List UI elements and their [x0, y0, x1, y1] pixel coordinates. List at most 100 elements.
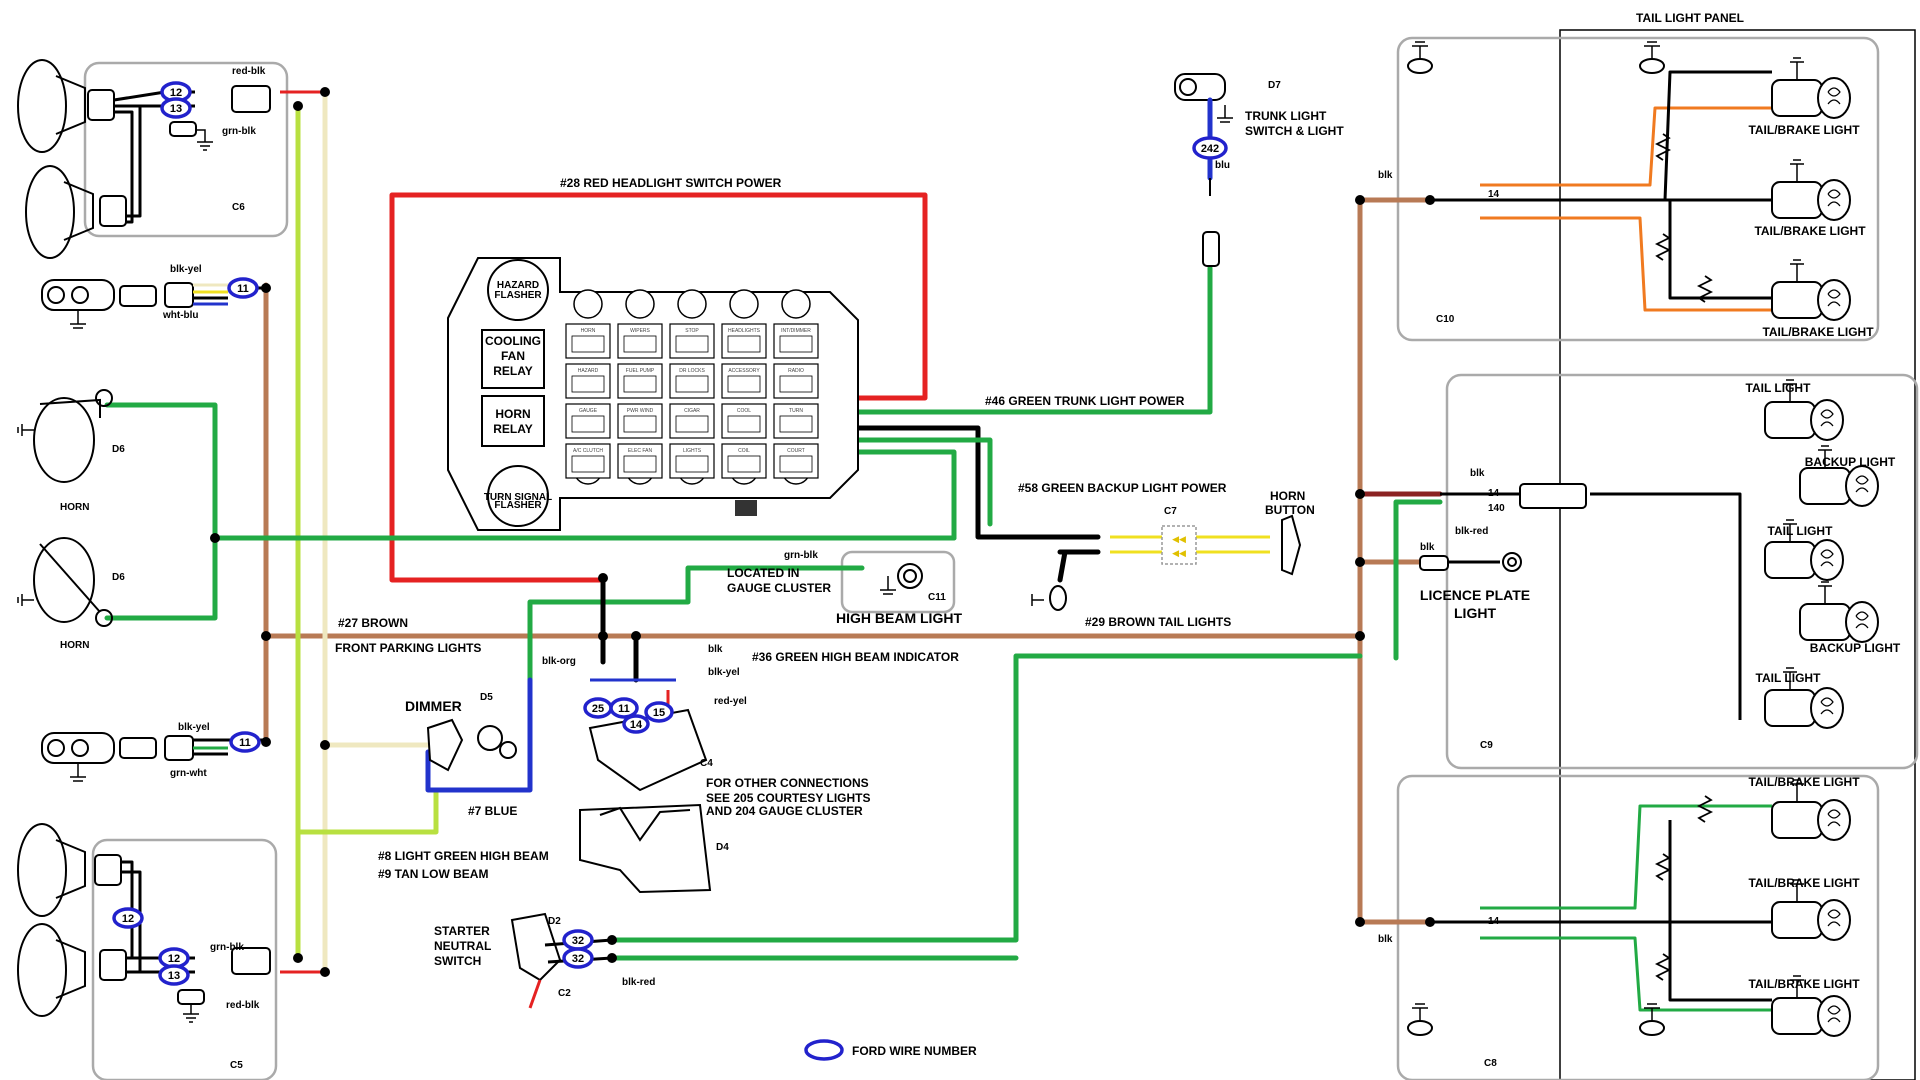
fuse-body	[571, 375, 605, 393]
legend-ford-wire-number: FORD WIRE NUMBER	[852, 1044, 977, 1058]
parking-light-bottom	[41, 732, 194, 782]
fuse-label: HORN	[581, 328, 596, 334]
tail-brake-light-5	[1771, 879, 1851, 941]
dot-19	[1355, 917, 1365, 927]
label-licence-light: LIGHT	[1454, 605, 1496, 621]
label-d7: D7	[1268, 80, 1281, 91]
label-backup-light-2: BACKUP LIGHT	[1810, 641, 1901, 655]
label-d6-bottom: D6	[112, 572, 125, 583]
label-d6-top: D6	[112, 444, 125, 455]
ground-symbol	[1644, 41, 1660, 59]
c8-box	[1396, 774, 1880, 1080]
ground-symbol	[1412, 41, 1428, 59]
tail-brake-light-3	[1771, 259, 1851, 321]
resistor	[1654, 953, 1672, 981]
wire-number-d7-242	[1192, 136, 1228, 160]
fuse-label: INT/DIMMER	[781, 328, 811, 334]
label-lightgreen-8: #8 LIGHT GREEN HIGH BEAM	[378, 849, 549, 863]
c5-connector	[231, 947, 271, 975]
headlights	[17, 59, 271, 1023]
tag-red-blk-bottom: red-blk	[226, 1000, 260, 1011]
label-tail-light-1: TAIL LIGHT	[1746, 381, 1812, 395]
c10-orange-1	[1480, 106, 1772, 187]
green-starter-wire	[609, 653, 1363, 943]
fuse-label: COOL	[737, 408, 751, 414]
high-beam-indicator	[880, 563, 923, 595]
ground-lug	[1639, 58, 1665, 74]
tag-red-yel: red-yel	[714, 696, 747, 707]
tail-light-2	[1764, 519, 1844, 581]
label-tail-brake-2: TAIL/BRAKE LIGHT	[1754, 224, 1866, 238]
fuse-body	[675, 335, 709, 353]
c7-connector: ◀◀ ◀◀	[1161, 525, 1197, 565]
dot-9	[320, 967, 330, 977]
fuse-body	[623, 335, 657, 353]
label-starter: STARTER	[434, 924, 490, 938]
label-tail-brake-4: TAIL/BRAKE LIGHT	[1748, 775, 1860, 789]
wire-number-text: 242	[1201, 143, 1219, 155]
fuse-body	[623, 415, 657, 433]
dot-11	[598, 631, 608, 641]
blue-7-wire	[425, 677, 533, 793]
fuse-body	[675, 375, 709, 393]
connector-boxes	[83, 36, 1919, 1080]
tag-red-blk-top: red-blk	[232, 66, 266, 77]
label-horn-button-2: BUTTON	[1265, 503, 1315, 517]
label-for-other-1: FOR OTHER CONNECTIONS	[706, 776, 869, 790]
dot-18	[1355, 631, 1365, 641]
label-tail-brake-5: TAIL/BRAKE LIGHT	[1748, 876, 1860, 890]
tail-brake-light-1	[1771, 57, 1851, 119]
horn-relay-label-1: HORN	[495, 407, 530, 421]
fuse-label: TURN	[789, 408, 803, 414]
label-brown-27: #27 BROWN	[338, 616, 408, 630]
resistor	[1654, 133, 1672, 161]
label-d4: D4	[716, 842, 729, 853]
resistor	[1654, 233, 1672, 261]
tag-grn-blk-bottom: grn-blk	[210, 942, 244, 953]
horn-bottom	[17, 537, 113, 627]
backup-light-2	[1799, 581, 1879, 643]
headlight-bottom-1	[17, 823, 122, 917]
label-tail-brake-3: TAIL/BRAKE LIGHT	[1762, 325, 1874, 339]
d4-body	[579, 803, 712, 894]
ground-lug	[1407, 58, 1433, 74]
fuse-body	[571, 335, 605, 353]
fuse-label: HAZARD	[578, 368, 599, 374]
fuse-body	[727, 375, 761, 393]
starter-body	[510, 912, 562, 982]
fuse-label: STOP	[685, 328, 699, 334]
c5-ground-lug	[177, 989, 205, 1005]
c6-box	[83, 61, 289, 238]
licence-plate-light	[1419, 552, 1522, 572]
fuse-label: LIGHTS	[683, 448, 702, 454]
fuse-label: ELEC FAN	[628, 448, 653, 454]
junction-dots	[210, 87, 1435, 977]
fuse-body	[779, 455, 813, 473]
wire-number-text: 13	[170, 103, 182, 115]
dot-5	[261, 631, 271, 641]
resistor	[1696, 275, 1714, 303]
fuse-body	[675, 415, 709, 433]
horn-top	[17, 389, 113, 483]
label-c4: C4	[700, 758, 713, 769]
green-58-partial	[855, 437, 993, 527]
wires	[104, 70, 1772, 1012]
headlight-top-1	[17, 59, 115, 153]
turn-flasher-label-2: FLASHER	[494, 500, 542, 511]
dot-1	[320, 87, 330, 97]
fuse-body	[571, 415, 605, 433]
c8-green-2	[1480, 936, 1772, 1012]
hazard-flasher	[487, 259, 549, 321]
label-for-other-2: SEE 205 COURTESY LIGHTS	[706, 791, 871, 805]
label-high-beam-light: HIGH BEAM LIGHT	[836, 610, 962, 626]
cooling-fan-relay-label-2: FAN	[501, 349, 525, 363]
fuse-body	[727, 335, 761, 353]
fuse-body	[727, 455, 761, 473]
tag-140-c9: 140	[1488, 503, 1505, 514]
label-tail-brake-1: TAIL/BRAKE LIGHT	[1748, 123, 1860, 137]
fuse-label: CIGAR	[684, 408, 700, 414]
wire-number-c6-11	[227, 277, 259, 299]
label-licence-plate: LICENCE PLATE	[1420, 587, 1530, 603]
tag-blu: blu	[1215, 160, 1230, 171]
headlight-bottom-2	[17, 923, 127, 1017]
